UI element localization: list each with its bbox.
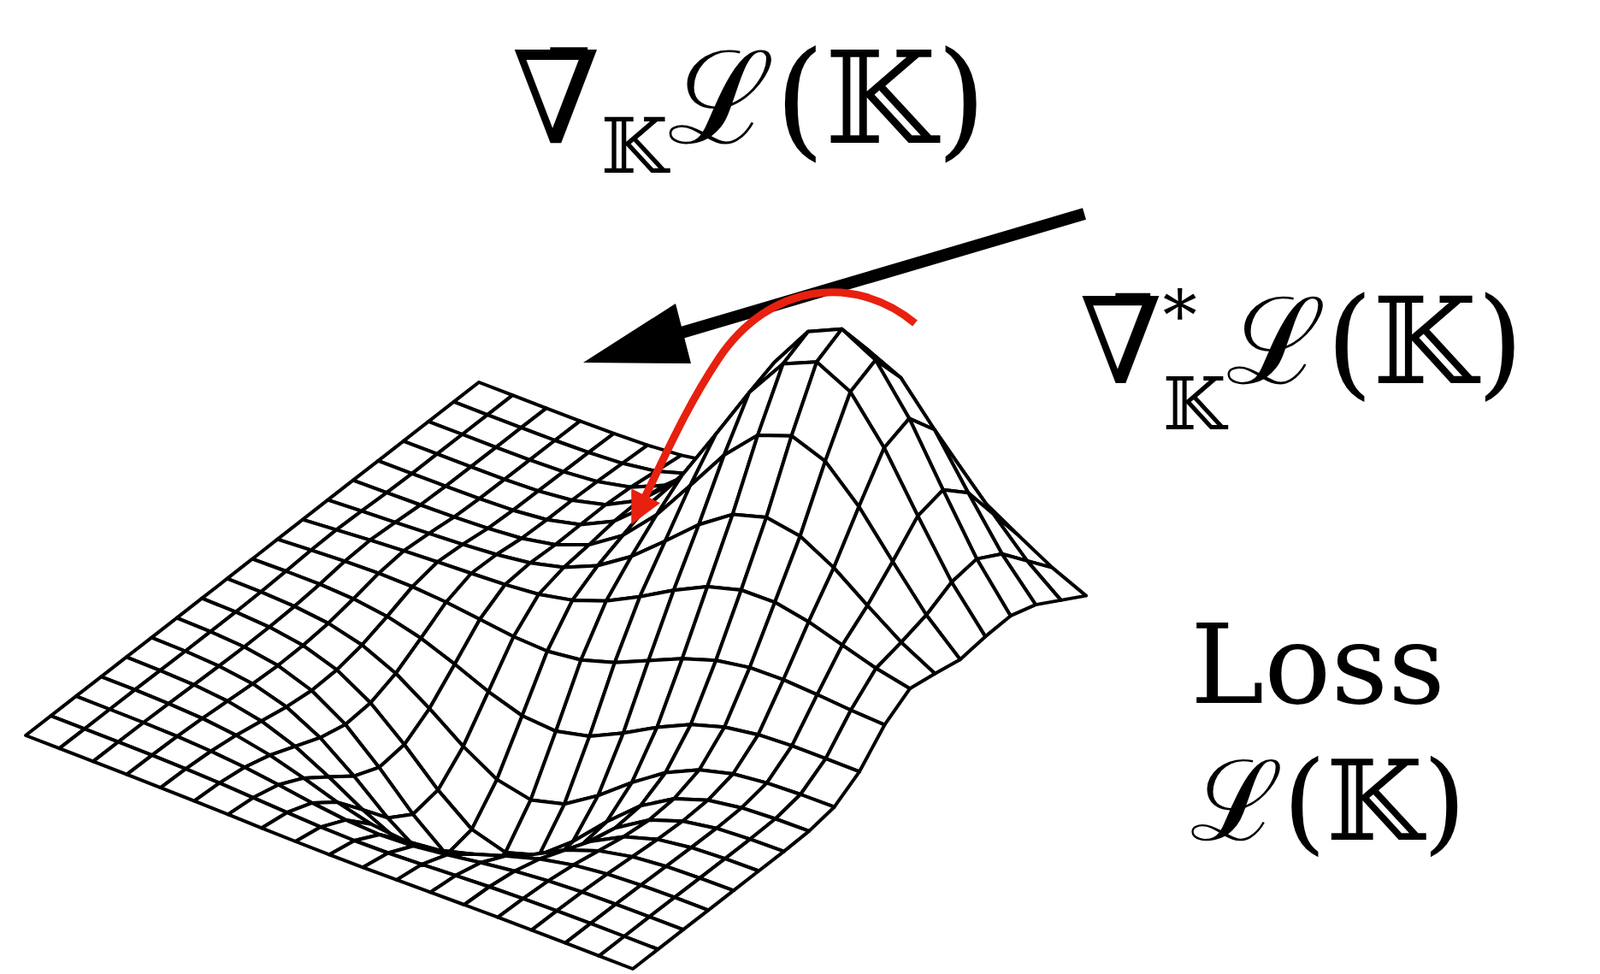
- math-label: ∇̄: [1079, 271, 1164, 412]
- math-label: ℒ(𝕂): [667, 23, 986, 173]
- gradient-label: ∇̄𝕂ℒ(𝕂): [511, 34, 986, 163]
- math-label: ℒ(𝕂): [1190, 745, 1466, 857]
- script-stack: *𝕂: [1163, 282, 1227, 424]
- math-label: *: [1163, 282, 1227, 351]
- mesh-cell: [599, 936, 659, 969]
- math-label: Loss: [1190, 608, 1466, 721]
- loss-label: Lossℒ(𝕂): [1190, 608, 1466, 857]
- math-label: ℒ(𝕂): [1226, 271, 1524, 412]
- dot: [726, 484, 737, 496]
- natural-gradient-path: [637, 292, 916, 514]
- math-label: ∇̄: [511, 23, 602, 173]
- natural-gradient-label: ∇̄*𝕂ℒ(𝕂): [1079, 282, 1524, 424]
- wireframe-mesh: [25, 329, 1087, 969]
- math-label: 𝕂: [1163, 367, 1227, 441]
- dot: [776, 496, 787, 508]
- math-label: 𝕂: [601, 100, 668, 191]
